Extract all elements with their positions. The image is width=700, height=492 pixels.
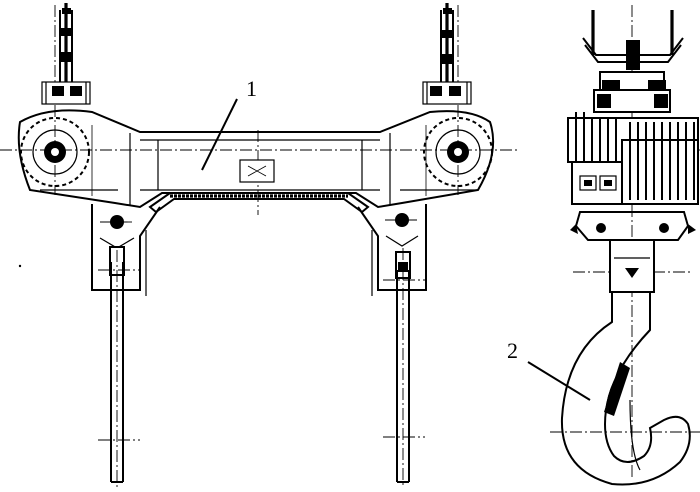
spreader-number-label: 1 [246,76,257,101]
crane-hook [560,291,691,486]
hook-sheave-block [567,112,699,205]
left-sheave [20,117,90,187]
hook-leader-line [527,361,591,401]
right-top-pulley [422,3,472,105]
left-arm [91,204,161,291]
scan-speck [18,264,22,268]
bottom-channel [148,192,370,214]
hook-number-label: 2 [507,338,518,363]
right-arm [357,204,427,291]
left-hanger [98,215,140,488]
hook-assembly: 2 [507,5,700,486]
spreader-leader-line [201,98,238,171]
right-hanger [383,213,425,488]
hook-nut-housing [609,239,655,293]
hook-crosshead [570,211,696,241]
spreader-beam-assembly: 1 [0,3,520,488]
spreader-beam-body [17,109,495,209]
left-top-pulley [41,3,91,105]
top-bracket [582,10,684,113]
right-sheave [423,117,493,187]
